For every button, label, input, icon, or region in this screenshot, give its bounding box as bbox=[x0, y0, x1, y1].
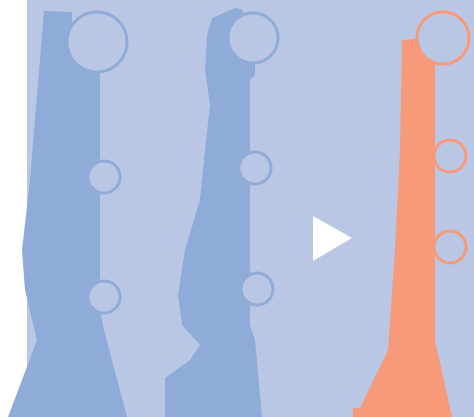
stage-3-top-knob bbox=[417, 12, 469, 64]
stage-3-mid-knob bbox=[434, 140, 466, 172]
stage-3-low-knob bbox=[434, 231, 466, 263]
stage-2-low-knob bbox=[241, 273, 273, 305]
stage-2-top-knob bbox=[228, 13, 278, 63]
stage-1-low-knob bbox=[88, 281, 120, 313]
stage-2-mid-knob bbox=[239, 152, 271, 184]
stage-1-top-knob bbox=[67, 12, 127, 72]
stage-1-mid-knob bbox=[88, 161, 120, 193]
